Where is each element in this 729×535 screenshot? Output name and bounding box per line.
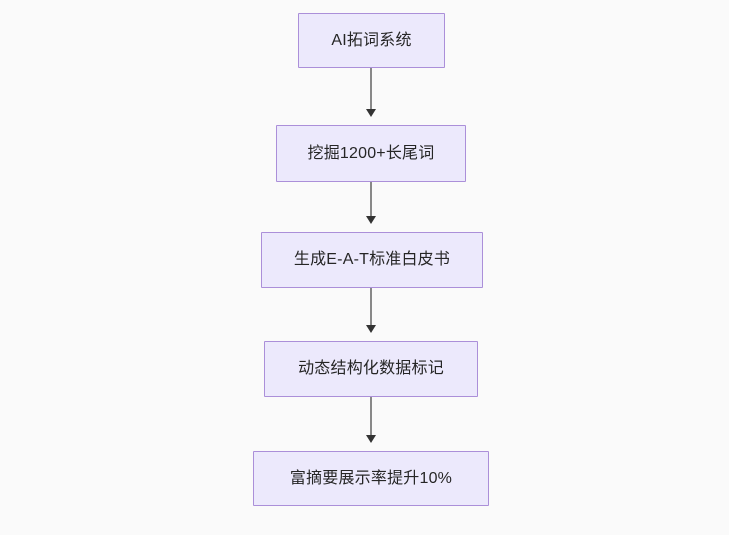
flow-node-label: 挖掘1200+长尾词 xyxy=(307,144,435,162)
flow-node-rich-snippet-impression-uplift[interactable]: 富摘要展示率提升10% xyxy=(253,451,489,506)
flow-edge-4 xyxy=(370,397,372,436)
flow-edge-2 xyxy=(370,182,372,217)
flow-node-dynamic-structured-data-markup[interactable]: 动态结构化数据标记 xyxy=(264,341,478,397)
flow-edge-1 xyxy=(370,68,372,110)
arrow-head-icon xyxy=(366,109,376,117)
flow-edge-3 xyxy=(370,288,372,326)
arrow-head-icon xyxy=(366,216,376,224)
flow-node-generate-eat-whitepaper[interactable]: 生成E-A-T标准白皮书 xyxy=(261,232,483,288)
arrow-head-icon xyxy=(366,435,376,443)
flow-node-ai-keyword-system[interactable]: AI拓词系统 xyxy=(298,13,445,68)
flow-node-mine-longtail-keywords[interactable]: 挖掘1200+长尾词 xyxy=(276,125,466,182)
arrow-head-icon xyxy=(366,325,376,333)
flow-node-label: AI拓词系统 xyxy=(331,31,412,49)
flow-node-label: 生成E-A-T标准白皮书 xyxy=(293,251,451,269)
flow-node-label: 动态结构化数据标记 xyxy=(298,360,444,378)
flow-node-label: 富摘要展示率提升10% xyxy=(289,469,453,487)
